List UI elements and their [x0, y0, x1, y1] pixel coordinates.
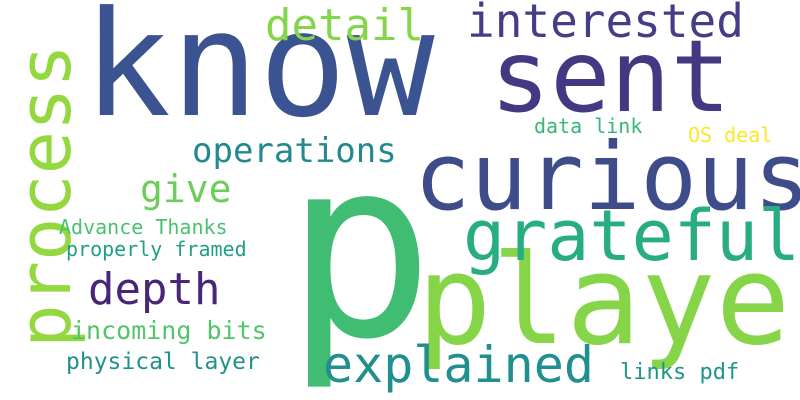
word-interested: interested — [467, 0, 744, 48]
word-grateful: grateful — [463, 195, 800, 277]
word-links-pdf: links pdf — [620, 360, 740, 385]
word-know: know — [83, 0, 435, 150]
word-incoming-bits: incoming bits — [71, 316, 267, 345]
word-explained: explained — [323, 336, 594, 394]
word-properly-framed: properly framed — [66, 237, 247, 261]
word-sent: sent — [490, 18, 731, 135]
word-advance-thanks: Advance Thanks — [59, 215, 228, 239]
word-physical-layer: physical layer — [66, 349, 260, 375]
word-detail: detail — [265, 0, 424, 51]
word-os-deal: OS deal — [688, 123, 773, 147]
word-p: p — [285, 106, 435, 394]
word-give: give — [140, 167, 232, 211]
word-data-link: data link — [534, 114, 643, 138]
word-depth: depth — [88, 264, 221, 315]
word-operations: operations — [192, 131, 397, 171]
word-player: player — [417, 229, 800, 373]
word-curious: curious — [414, 123, 800, 232]
